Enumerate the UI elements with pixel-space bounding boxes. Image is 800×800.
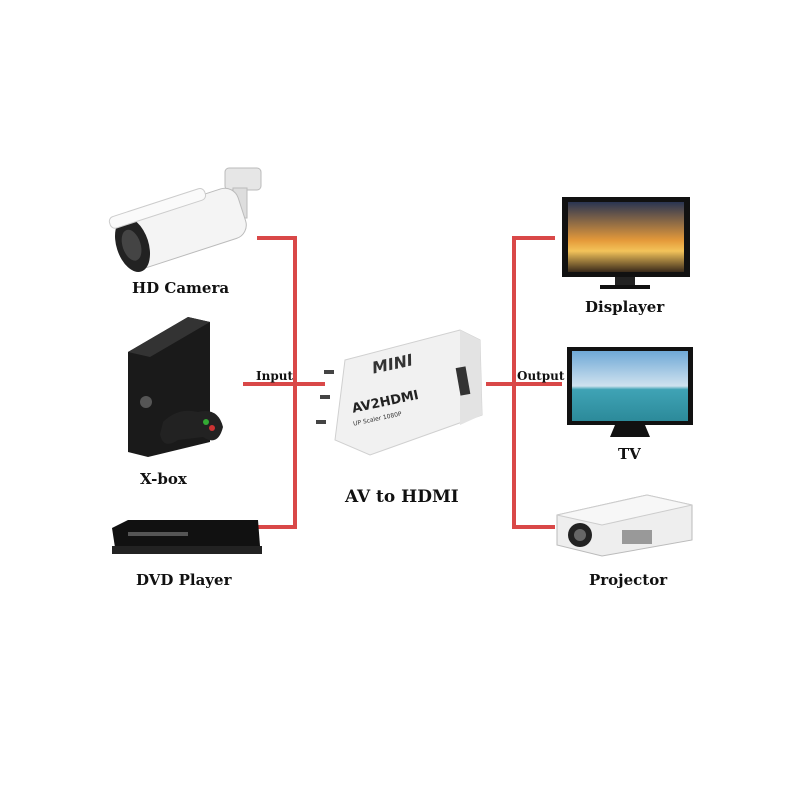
dvd-player-label: DVD Player [136, 571, 232, 589]
av-to-hdmi-converter-image: MINI AV2HDMI UP Scaler 1080P [316, 329, 483, 456]
displayer-image [562, 197, 690, 289]
output-label: Output [517, 369, 565, 383]
input-label: Input [256, 369, 293, 383]
xbox-image [128, 317, 223, 457]
tv-image [567, 347, 693, 437]
hd-camera-label: HD Camera [132, 279, 230, 297]
dvd-player-image [112, 520, 262, 554]
projector-label: Projector [589, 571, 668, 589]
tv-label: TV [618, 445, 641, 463]
center-title: AV to HDMI [345, 487, 459, 507]
projector-image [556, 494, 693, 557]
xbox-label: X-box [140, 470, 187, 488]
hd-camera-image [108, 167, 262, 272]
displayer-label: Displayer [585, 298, 665, 316]
